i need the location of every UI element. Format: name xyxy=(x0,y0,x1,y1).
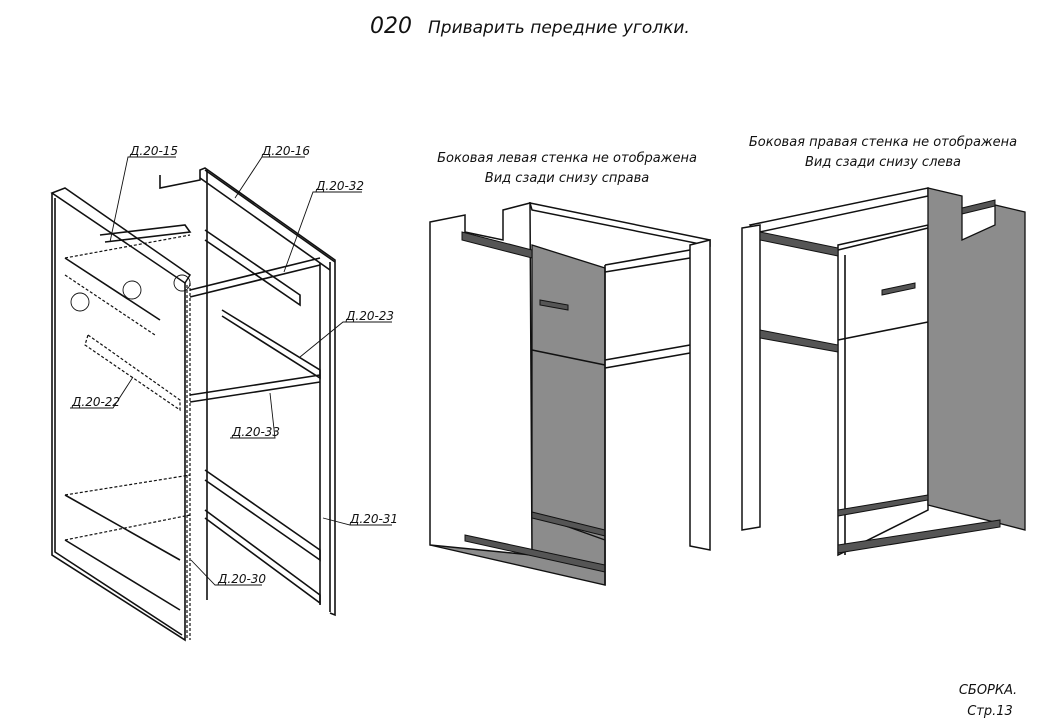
part-label: Д.20-15 xyxy=(129,144,178,158)
page-number: Стр.13 xyxy=(967,704,1013,719)
right-caption-line1: Боковая правая стенка не отображена xyxy=(749,135,1017,150)
part-label: Д.20-31 xyxy=(349,512,398,526)
part-label: Д.20-32 xyxy=(315,179,364,193)
exploded-cabinet-view: Д.20-15 Д.20-16 Д.20-32 Д.20-23 Д.20-22 … xyxy=(50,144,398,642)
part-label: Д.20-33 xyxy=(231,425,280,439)
section-label: СБОРКА. xyxy=(959,683,1017,698)
step-number: 020 xyxy=(370,14,412,39)
part-label: Д.20-30 xyxy=(217,572,266,586)
step-title: Приварить передние уголки. xyxy=(428,18,690,38)
rear-view-left xyxy=(741,187,1026,557)
part-label: Д.20-22 xyxy=(71,395,120,409)
part-label: Д.20-16 xyxy=(261,144,310,158)
middle-caption-line2: Вид сзади снизу справа xyxy=(485,171,649,186)
middle-caption-line1: Боковая левая стенка не отображена xyxy=(437,151,697,166)
rear-view-right xyxy=(429,202,711,586)
part-label: Д.20-23 xyxy=(345,309,394,323)
right-caption-line2: Вид сзади снизу слева xyxy=(805,155,961,170)
